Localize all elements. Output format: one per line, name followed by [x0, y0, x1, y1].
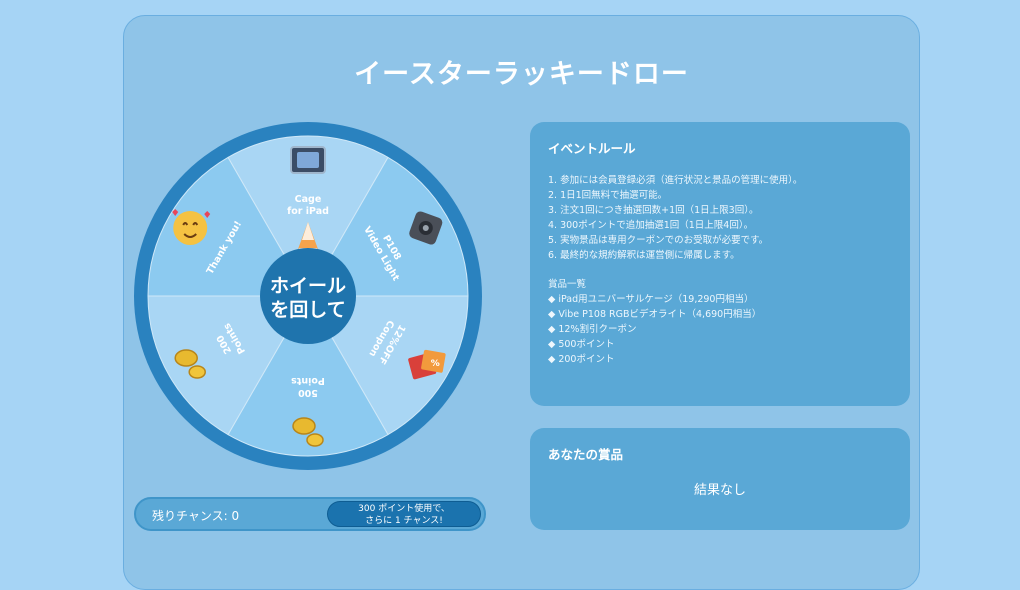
wheel-segment [307, 295, 469, 436]
remaining-chances: 残りチャンス: 0 [152, 509, 240, 523]
buy-chance-button[interactable]: 300 ポイント使用で、 さらに 1 チャンス! [327, 501, 481, 527]
coins-icon [174, 349, 206, 379]
rule-item: 4. 300ポイントで追加抽選1回（1日上限4回）。 [548, 220, 754, 231]
page-title: イースターラッキードロー [354, 59, 689, 90]
wheel-segment [307, 156, 469, 297]
prize-title: あなたの賞品 [548, 447, 624, 462]
spin-label-line1: ホイール [270, 275, 346, 297]
rule-item: 2. 1日1回無料で抽選可能。 [548, 190, 668, 201]
prize-result: 結果なし [693, 483, 746, 498]
prize-item: ◆ Vibe P108 RGBビデオライト（4,690円相当） [548, 309, 762, 320]
prize-item: ◆ 200ポイント [548, 354, 615, 365]
buy-chance-line1: 300 ポイント使用で、 [358, 504, 450, 514]
rule-item: 1. 参加には会員登録必須（進行状況と景品の管理に使用）。 [548, 175, 803, 186]
coupon-icon: % [408, 349, 446, 380]
wheel-segment [227, 135, 389, 298]
prize-item: ◆ 500ポイント [548, 339, 615, 350]
svg-text:%: % [431, 359, 440, 369]
rule-item: 6. 最終的な規約解釈は運営側に帰属します。 [548, 250, 740, 261]
rule-item: 5. 実物景品は専用クーポンでのお受取が必要です。 [548, 235, 769, 246]
prize-item: ◆ 12%割引クーポン [548, 324, 637, 335]
rules-title: イベントルール [548, 141, 636, 156]
rule-item: 3. 注文1回につき抽選回数+1回（1日上限3回）。 [548, 205, 759, 216]
event-rules-card: イベントルール 1. 参加には会員登録必須（進行状況と景品の管理に使用）。 2.… [530, 122, 910, 406]
buy-chance-line2: さらに 1 チャンス! [365, 516, 443, 526]
wheel-segment [147, 295, 309, 436]
prize-item: ◆ iPad用ユニバーサルケージ（19,290円相当） [548, 294, 754, 305]
smiley-hearts-icon [172, 209, 211, 245]
coins-icon [292, 417, 324, 447]
ipad-cage-icon [290, 146, 326, 174]
spin-button[interactable] [260, 248, 356, 344]
wheel-segment [147, 156, 309, 297]
spin-label-line2: を回して [270, 299, 345, 321]
video-light-icon [409, 211, 443, 245]
your-prize-card: あなたの賞品 結果なし [530, 428, 910, 530]
rules-list: 1. 参加には会員登録必須（進行状況と景品の管理に使用）。 2. 1日1回無料で… [548, 173, 892, 263]
prize-list: ◆ iPad用ユニバーサルケージ（19,290円相当） ◆ Vibe P108 … [548, 292, 892, 367]
wheel-segment-label: 500Points [291, 375, 325, 398]
prize-list-header: 賞品一覧 [548, 279, 587, 290]
wheel-segment [227, 295, 389, 457]
chance-bar: 残りチャンス: 0 300 ポイント使用で、 さらに 1 チャンス! [134, 497, 486, 531]
